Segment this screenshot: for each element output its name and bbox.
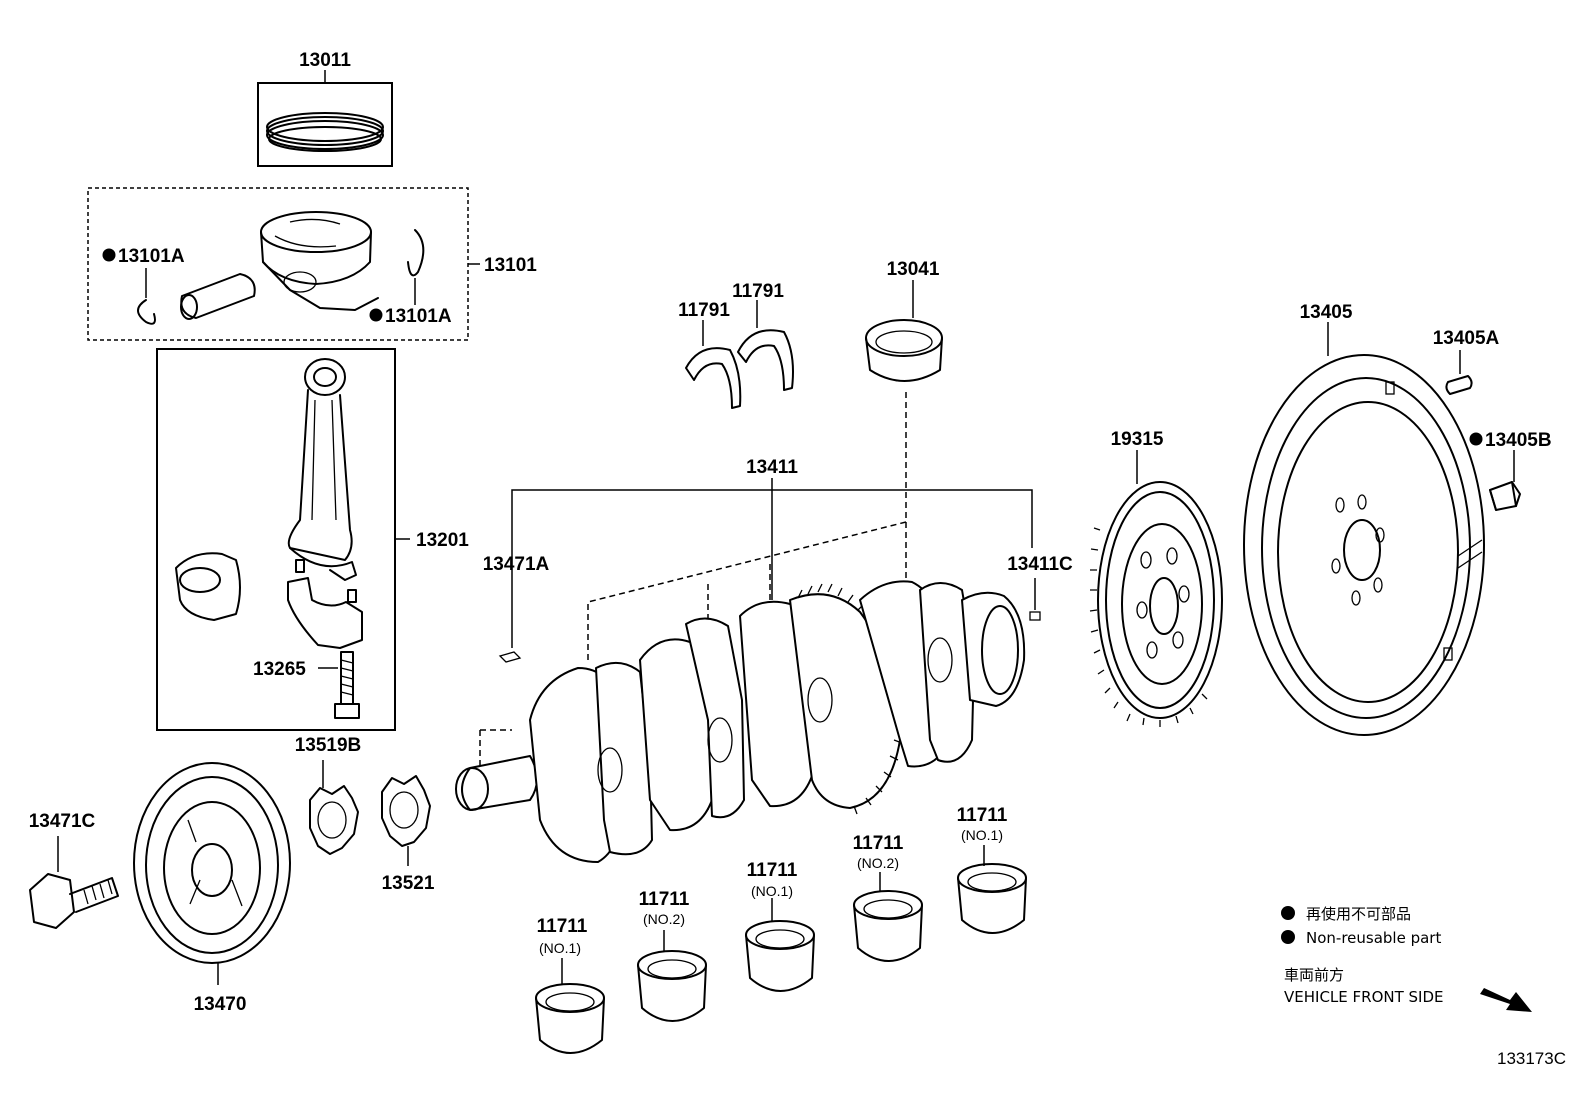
legend-dot [1281, 906, 1295, 920]
label-13471c: 13471C [29, 811, 96, 832]
main-bearing-4[interactable] [853, 890, 923, 962]
label-11791-right: 11791 [732, 281, 784, 302]
label-13405b: 13405B [1485, 430, 1552, 451]
label-13470: 13470 [194, 994, 247, 1015]
nonreusable-dot [102, 248, 116, 262]
drive-plate-bolt[interactable] [1489, 481, 1521, 511]
sublabel-bearing-2: (NO.2) [643, 911, 685, 927]
main-bearing-1[interactable] [535, 983, 605, 1054]
label-bearing-1: 11711 [537, 916, 588, 937]
main-bearing-3[interactable] [745, 920, 815, 992]
nonreusable-dot [369, 308, 383, 322]
label-19315: 19315 [1111, 429, 1164, 450]
label-13011: 13011 [299, 50, 351, 71]
label-13411c: 13411C [1007, 554, 1073, 575]
label-bearing-4: 11711 [853, 833, 904, 854]
connecting-rod-assembly[interactable] [156, 348, 396, 731]
thrust-washer-left[interactable] [685, 347, 742, 409]
legend-front-en: VEHICLE FRONT SIDE [1284, 988, 1444, 1006]
timing-gear-13519b[interactable] [309, 785, 359, 855]
main-bearing-5[interactable] [957, 863, 1027, 934]
label-13521: 13521 [382, 873, 435, 894]
legend-front-jp: 車両前方 [1284, 966, 1344, 984]
timing-gear-13521[interactable] [381, 775, 431, 847]
drive-plate[interactable] [1243, 354, 1485, 736]
label-13519b: 13519B [295, 735, 362, 756]
legend-nonreusable-jp: 再使用不可部品 [1306, 905, 1411, 923]
main-bearing-2[interactable] [637, 950, 707, 1022]
thrust-washer-right[interactable] [737, 329, 794, 391]
legend-nonreusable-en: Non-reusable part [1306, 929, 1441, 947]
drive-plate-pin[interactable] [1445, 375, 1473, 395]
connecting-rod-bearing[interactable] [865, 319, 943, 382]
nonreusable-dot [1469, 432, 1483, 446]
label-bearing-5: 11711 [957, 805, 1008, 826]
legend-dot [1281, 930, 1295, 944]
label-13405a: 13405A [1433, 328, 1500, 349]
piston-ring-set[interactable] [257, 82, 393, 167]
crankshaft[interactable] [455, 580, 1026, 863]
label-bearing-2: 11711 [639, 889, 690, 910]
label-13101a-right: 13101A [385, 306, 452, 327]
label-13101: 13101 [484, 255, 537, 276]
label-13101a-left: 13101A [118, 246, 185, 267]
label-11791-left: 11791 [678, 300, 730, 321]
sublabel-bearing-4: (NO.2) [857, 855, 899, 871]
label-13265: 13265 [253, 659, 306, 680]
label-13471a: 13471A [483, 554, 550, 575]
sublabel-bearing-3: (NO.1) [751, 883, 793, 899]
pulley-bolt[interactable] [29, 873, 119, 929]
label-bearing-3: 11711 [747, 860, 798, 881]
label-13411: 13411 [746, 457, 798, 478]
legend: 再使用不可部品 Non-reusable part 車両前方 VEHICLE F… [1281, 905, 1532, 1012]
front-arrow-icon [1480, 988, 1532, 1012]
label-13041: 13041 [887, 259, 940, 280]
crankshaft-pulley[interactable] [133, 762, 291, 964]
label-13405: 13405 [1300, 302, 1353, 323]
sublabel-bearing-1: (NO.1) [539, 940, 581, 956]
diagram-code: 133173C [1497, 1049, 1566, 1068]
label-13201: 13201 [416, 530, 469, 551]
crank-timing-rotor[interactable] [1089, 481, 1223, 727]
sublabel-bearing-5: (NO.1) [961, 827, 1003, 843]
